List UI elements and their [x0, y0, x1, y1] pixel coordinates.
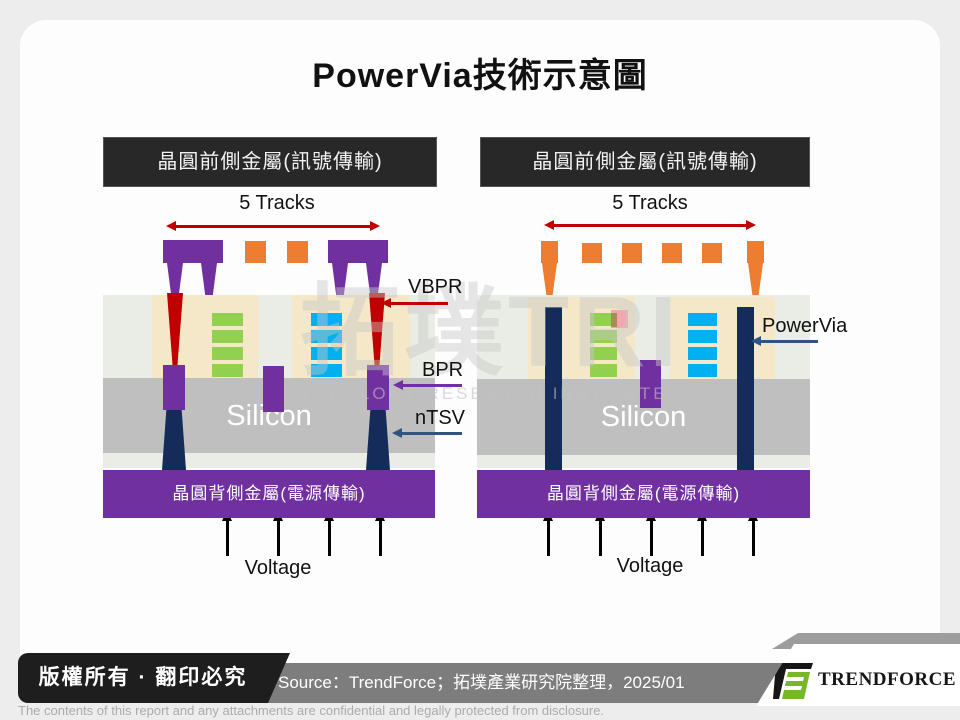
bpr-arrow: [393, 380, 462, 389]
metal-line: [212, 330, 243, 343]
left-device-region-2: [292, 295, 410, 380]
trendforce-logo-text: TrendForce: [818, 661, 957, 691]
metal-line: [688, 313, 717, 326]
metal-line: [590, 330, 617, 343]
left-back-metal-bar: 晶圓背側金屬(電源傳輸): [103, 470, 435, 518]
metal-line: [212, 313, 243, 326]
left-contact-1: [245, 241, 266, 263]
metal-line: [590, 347, 617, 360]
voltage-arrow: [273, 510, 282, 556]
right-contact-via-cap-2: [747, 241, 764, 263]
voltage-arrow: [646, 510, 655, 556]
right-contact-via-cap-1: [541, 241, 558, 263]
metal-line: [212, 347, 243, 360]
metal-line: [590, 364, 617, 377]
voltage-arrow: [324, 510, 333, 556]
voltage-arrow: [222, 510, 231, 556]
voltage-arrow: [595, 510, 604, 556]
metal-line: [688, 347, 717, 360]
left-green-metal-stack: [212, 313, 243, 377]
voltage-arrow: [375, 510, 384, 556]
powervia-arrow: [751, 336, 818, 345]
left-gate-b-leg2: [366, 263, 382, 295]
source-text: Source：TrendForce；拓墣產業研究院整理，2025/01: [278, 673, 685, 692]
left-ntsv-2: [366, 410, 390, 470]
right-voltage-label: Voltage: [616, 555, 684, 577]
right-contact-funnel-1: [542, 263, 557, 296]
powervia-bar-2: [737, 307, 754, 470]
left-gate-b-cap: [328, 240, 388, 263]
right-tracks-label: 5 Tracks: [612, 192, 688, 214]
vbpr-arrow: [381, 298, 448, 307]
right-contact-2: [622, 243, 642, 263]
left-ntsv-1: [162, 410, 186, 470]
right-contact-4: [702, 243, 722, 263]
right-mid-rail: [640, 360, 661, 408]
vbpr-label: VBPR: [408, 276, 463, 298]
ntsv-arrow: [392, 428, 462, 437]
left-voltage-label: Voltage: [244, 557, 312, 579]
source-bar: Source：TrendForce；拓墣產業研究院整理，2025/01: [246, 663, 794, 703]
left-tracks-arrow: [166, 221, 380, 231]
metal-line: [590, 313, 617, 326]
right-tracks-arrow: [544, 220, 756, 230]
powervia-label: PowerVia: [762, 315, 848, 337]
left-gate-a-leg2: [201, 263, 217, 295]
left-front-metal-bar: 晶圓前側金屬(訊號傳輸): [103, 137, 437, 187]
right-back-metal-bar: 晶圓背側金屬(電源傳輸): [477, 470, 810, 518]
left-contact-2: [287, 241, 308, 263]
right-contact-3: [662, 243, 682, 263]
trendforce-logo-icon: [773, 663, 813, 699]
voltage-arrow: [543, 510, 552, 556]
left-gate-a-leg1: [167, 263, 183, 295]
voltage-arrow: [697, 510, 706, 556]
copyright-text: 版權所有 · 翻印必究: [38, 666, 248, 689]
metal-line: [311, 347, 342, 360]
right-contact-1: [582, 243, 602, 263]
powervia-bar-1: [545, 307, 562, 470]
right-green-metal-stack: [590, 313, 617, 377]
left-blue-metal-stack: [311, 313, 342, 377]
copyright-box: 版權所有 · 翻印必究: [18, 653, 290, 703]
metal-line: [688, 364, 717, 377]
trendforce-logo-plate: TrendForce: [756, 644, 960, 706]
ntsv-label: nTSV: [415, 407, 466, 429]
metal-line: [311, 364, 342, 377]
left-tracks-label: 5 Tracks: [239, 192, 315, 214]
right-pink-green-overlap: [611, 313, 617, 327]
metal-line: [311, 330, 342, 343]
metal-line: [688, 330, 717, 343]
left-gate-a-cap: [163, 240, 223, 263]
metal-line: [212, 364, 243, 377]
page-title: PowerVia技術示意圖: [312, 57, 648, 95]
right-blue-metal-stack: [688, 313, 717, 377]
voltage-arrow: [748, 510, 757, 556]
disclaimer-text: The contents of this report and any atta…: [18, 703, 605, 718]
left-bpr-rail-3: [367, 365, 389, 410]
right-front-metal-bar: 晶圓前側金屬(訊號傳輸): [480, 137, 810, 187]
metal-line: [311, 313, 342, 326]
left-bpr-rail-1: [163, 365, 185, 410]
left-gate-b-leg1: [332, 263, 348, 295]
bpr-label: BPR: [422, 359, 464, 381]
right-contact-funnel-2: [748, 263, 763, 296]
left-bpr-rail-2: [263, 366, 284, 412]
